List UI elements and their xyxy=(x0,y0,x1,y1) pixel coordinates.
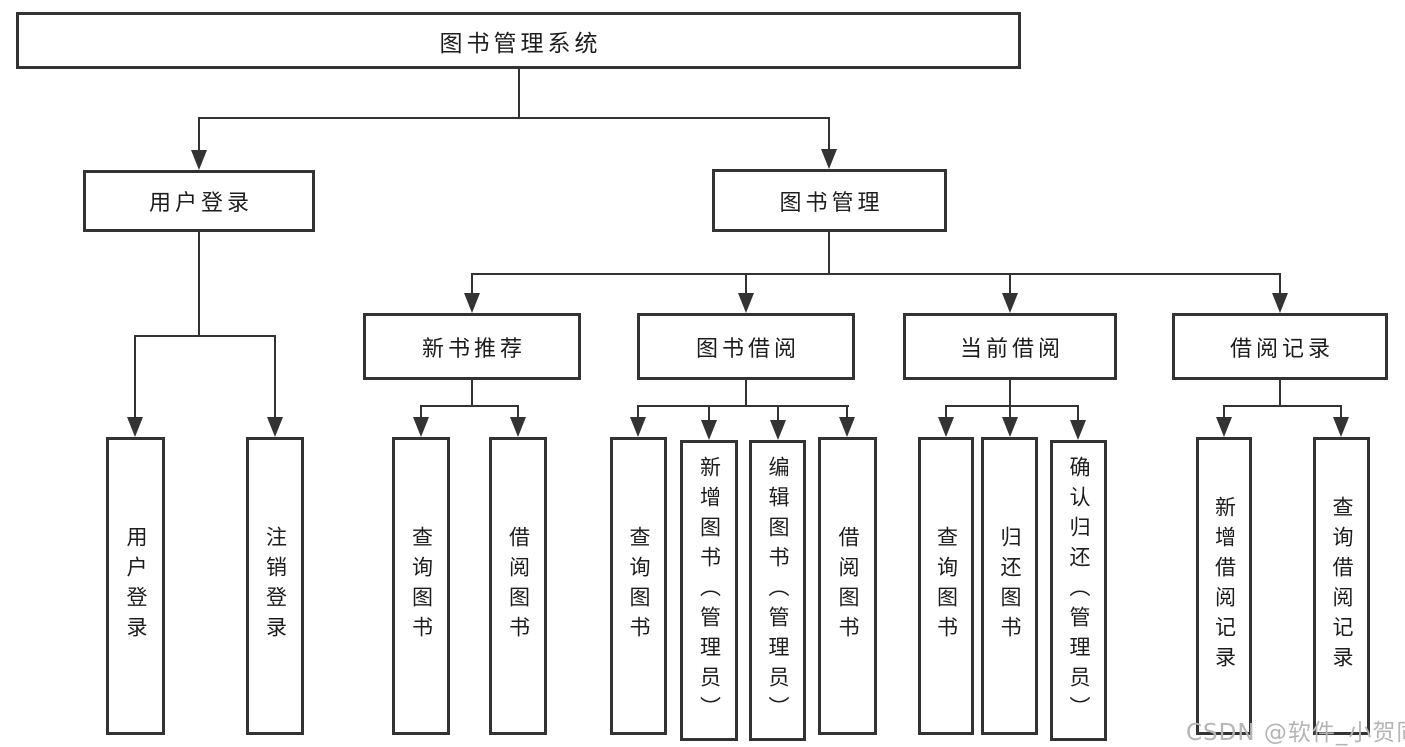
arrowhead-down-icon xyxy=(821,149,837,169)
connector-line xyxy=(471,273,1281,275)
connector-line xyxy=(1223,405,1342,407)
connector-line xyxy=(134,336,136,420)
connector-line xyxy=(708,406,710,421)
connector-line xyxy=(518,68,520,119)
arrowhead-down-icon xyxy=(738,293,754,313)
connector-line xyxy=(1340,406,1342,419)
leaf-borrowing-edit-books-admin: 编辑图书（管理员） xyxy=(749,440,806,741)
connector-line xyxy=(745,380,747,406)
arrowhead-down-icon xyxy=(1272,293,1288,313)
arrowhead-down-icon xyxy=(630,417,646,437)
connector-line xyxy=(745,274,747,295)
connector-line xyxy=(471,380,473,406)
connector-line xyxy=(274,336,276,420)
leaf-current-confirm-return-admin: 确认归还（管理员） xyxy=(1050,440,1107,741)
connector-line xyxy=(420,406,422,419)
leaf-borrowing-search-books: 查询图书 xyxy=(610,437,667,735)
arrowhead-down-icon xyxy=(510,417,526,437)
arrowhead-down-icon xyxy=(1333,417,1349,437)
connector-line xyxy=(945,406,947,419)
connector-line xyxy=(637,406,639,419)
connector-line xyxy=(1009,380,1011,406)
connector-line xyxy=(1077,406,1079,421)
leaf-newbook-search-books: 查询图书 xyxy=(392,437,450,735)
arrowhead-down-icon xyxy=(839,417,855,437)
watermark: CSDN @软件_小贺同学 xyxy=(1186,720,1405,746)
node-current-borrowing: 当前借阅 xyxy=(903,313,1117,380)
arrowhead-down-icon xyxy=(464,293,480,313)
connector-line xyxy=(828,232,830,275)
leaf-current-return-books: 归还图书 xyxy=(981,437,1038,735)
arrowhead-down-icon xyxy=(267,417,283,437)
arrowhead-down-icon xyxy=(770,420,786,440)
connector-line xyxy=(1223,406,1225,419)
connector-line xyxy=(420,405,519,407)
connector-line xyxy=(517,406,519,419)
connector-line xyxy=(828,118,830,152)
node-user-login: 用户登录 xyxy=(83,170,315,232)
connector-line xyxy=(471,274,473,295)
connector-line xyxy=(1279,380,1281,406)
leaf-records-add-borrow-record: 新增借阅记录 xyxy=(1196,437,1252,735)
leaf-logout: 注销登录 xyxy=(246,437,304,735)
connector-line xyxy=(846,406,848,419)
leaf-records-search-borrow-record: 查询借阅记录 xyxy=(1313,437,1370,735)
arrowhead-down-icon xyxy=(1070,420,1086,440)
connector-line xyxy=(134,335,276,337)
arrowhead-down-icon xyxy=(938,417,954,437)
connector-line xyxy=(198,117,830,119)
leaf-user-login: 用户登录 xyxy=(106,437,165,735)
connector-line xyxy=(637,405,849,407)
leaf-current-search-books: 查询图书 xyxy=(918,437,974,735)
leaf-borrowing-add-books-admin: 新增图书（管理员） xyxy=(680,440,738,741)
leaf-newbook-borrow-books: 借阅图书 xyxy=(489,437,547,735)
node-book-borrowing: 图书借阅 xyxy=(637,313,855,380)
connector-line xyxy=(777,406,779,421)
connector-line xyxy=(945,405,1079,407)
connector-line xyxy=(1279,274,1281,295)
connector-line xyxy=(198,232,200,337)
arrowhead-down-icon xyxy=(191,150,207,170)
node-new-book-recommendation: 新书推荐 xyxy=(363,313,581,380)
arrowhead-down-icon xyxy=(1002,417,1018,437)
connector-line xyxy=(1009,274,1011,295)
leaf-borrowing-borrow-books: 借阅图书 xyxy=(818,437,877,735)
node-borrowing-records: 借阅记录 xyxy=(1172,313,1388,380)
connector-line xyxy=(1009,406,1011,419)
arrowhead-down-icon xyxy=(701,420,717,440)
node-book-management: 图书管理 xyxy=(712,169,947,232)
arrowhead-down-icon xyxy=(413,417,429,437)
arrowhead-down-icon xyxy=(127,417,143,437)
connector-line xyxy=(198,118,200,152)
node-library-management-system: 图书管理系统 xyxy=(16,12,1021,69)
arrowhead-down-icon xyxy=(1002,293,1018,313)
arrowhead-down-icon xyxy=(1216,417,1232,437)
